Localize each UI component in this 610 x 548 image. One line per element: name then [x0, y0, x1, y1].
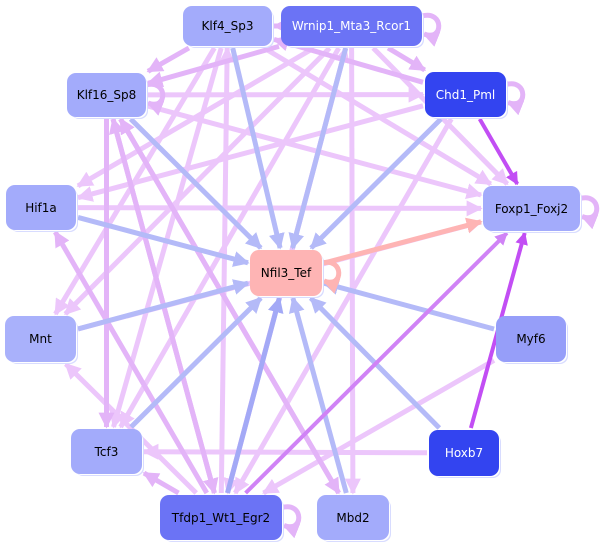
node-label: Nfil3_Tef [260, 266, 312, 280]
node-label: Klf4_Sp3 [201, 19, 254, 33]
edge-mbd2-to-nfil3 [288, 296, 349, 494]
edge-klf16-to-foxp1 [147, 103, 483, 200]
node-label: Hif1a [25, 200, 57, 215]
edge-chd1-to-hif1a [76, 103, 424, 202]
edge-chd1-to-tfdp1 [233, 117, 454, 495]
node-tfdp1-wt1-egr2[interactable]: Tfdp1_Wt1_Egr2 [160, 495, 282, 540]
edge-wrnip1-to-tcf3 [118, 46, 341, 429]
edge-mbd2-to-klf16 [118, 117, 341, 495]
edge-wrnip1-to-wrnip1 [421, 12, 442, 47]
edge-wrnip1-to-klf16 [146, 43, 280, 88]
node-label: Wrnip1_Mta3_Rcor1 [291, 19, 412, 33]
node-label: Tfdp1_Wt1_Egr2 [171, 510, 271, 525]
edge-tfdp1-to-nfil3 [225, 296, 284, 494]
edge-tfdp1-to-klf4 [218, 46, 236, 494]
node-label: Chd1_Pml [435, 87, 496, 102]
node-label: Klf16_Sp8 [76, 88, 137, 102]
edge-wrnip1-to-nfil3 [288, 47, 349, 250]
edge-foxp1-to-foxp1 [579, 195, 600, 230]
node-nfil3-tef[interactable]: Nfil3_Tef [250, 250, 322, 296]
node-label: Myf6 [516, 332, 546, 346]
edge-tfdp1-to-mnt [64, 362, 198, 495]
node-mnt[interactable]: Mnt [5, 316, 76, 362]
node-label: Mnt [29, 332, 52, 346]
edge-tfdp1-to-tfdp1 [281, 504, 302, 539]
edge-wrnip1-to-chd1 [386, 45, 427, 73]
node-myf6[interactable]: Myf6 [496, 316, 566, 362]
edge-chd1-to-foxp1 [477, 117, 520, 186]
node-label: Mbd2 [336, 510, 370, 525]
node-klf16-sp8[interactable]: Klf16_Sp8 [67, 73, 146, 117]
edge-chd1-to-nfil3 [309, 117, 443, 250]
edge-myf6-to-tfdp1 [262, 358, 496, 496]
edge-tfdp1-to-hif1a [53, 230, 209, 495]
node-hoxb7[interactable]: Hoxb7 [429, 430, 499, 476]
edge-hif1a-to-foxp1 [77, 200, 483, 217]
node-foxp1-foxj2[interactable]: Foxp1_Foxj2 [483, 186, 580, 231]
edge-chd1-to-chd1 [505, 81, 526, 116]
node-tcf3[interactable]: Tcf3 [71, 429, 142, 474]
edge-klf16-to-nfil3 [128, 117, 263, 250]
edge-nfil3-to-foxp1 [323, 217, 483, 266]
node-chd1-pml[interactable]: Chd1_Pml [425, 72, 506, 117]
edge-tfdp1-to-foxp1 [244, 231, 509, 495]
edge-chd1-to-klf4 [272, 35, 424, 85]
edge-myf6-to-nfil3 [322, 279, 495, 332]
node-label: Tcf3 [94, 444, 119, 459]
node-wrnip1-mta3-rcor1[interactable]: Wrnip1_Mta3_Rcor1 [281, 6, 422, 46]
node-label: Hoxb7 [444, 446, 484, 460]
edge-klf4-to-klf16 [146, 45, 191, 74]
node-label: Foxp1_Foxj2 [494, 201, 569, 216]
node-hif1a[interactable]: Hif1a [6, 185, 76, 230]
edges-layer [53, 12, 600, 539]
edge-tcf3-to-nfil3 [129, 296, 263, 429]
edge-mnt-to-nfil3 [77, 279, 250, 332]
edge-klf16-to-klf16 [145, 81, 166, 116]
node-klf4-sp3[interactable]: Klf4_Sp3 [183, 6, 272, 46]
edge-tfdp1-to-tcf3 [142, 470, 180, 496]
edge-hif1a-to-nfil3 [77, 214, 250, 267]
edge-nfil3-to-nfil3 [321, 259, 342, 294]
node-mbd2[interactable]: Mbd2 [317, 495, 389, 540]
edge-wrnip1-to-mbd2 [344, 47, 361, 495]
edge-klf4-to-nfil3 [230, 47, 285, 250]
